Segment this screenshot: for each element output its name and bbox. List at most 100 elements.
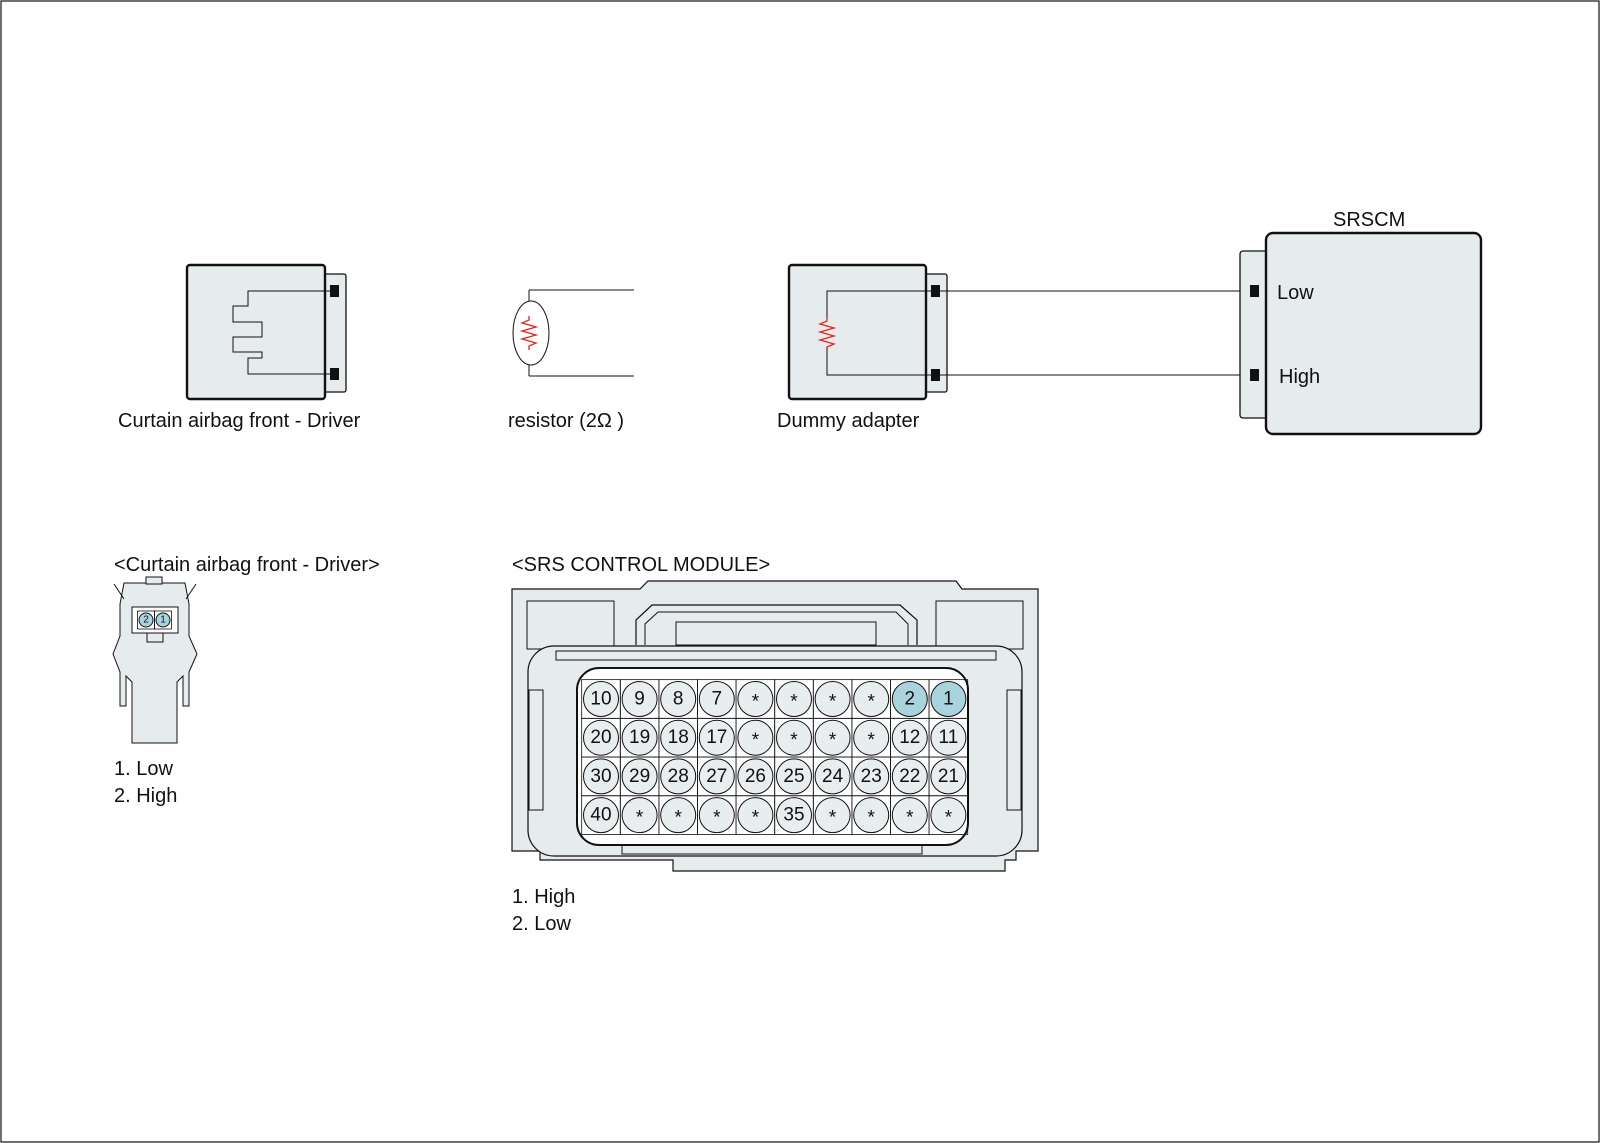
srs-pin-label: 23 <box>861 766 882 787</box>
srs-pin-label: 20 <box>590 727 611 748</box>
srscm-title: SRSCM <box>1333 209 1405 231</box>
srscm-terminal-high <box>1250 369 1259 381</box>
adapter-terminal-low <box>931 285 940 297</box>
srs-pin <box>660 681 697 717</box>
srs-pin-label: * <box>636 808 644 829</box>
srs-pin-label: 2 <box>905 689 916 710</box>
srs-pin-label: 24 <box>822 766 844 787</box>
srs-pin <box>776 719 812 756</box>
srs-housing-ear-left <box>526 600 615 650</box>
srscm-component: SRSCM Low High <box>1239 209 1483 436</box>
srs-legend-1: 1. High <box>512 886 575 908</box>
dummy-adapter-label: Dummy adapter <box>777 410 920 432</box>
srs-pin <box>814 681 851 717</box>
airbag-connector-latch <box>145 576 163 585</box>
srs-pin <box>583 758 619 795</box>
srs-pin-label: 25 <box>783 766 804 787</box>
airbag-squib-wiring <box>232 290 334 375</box>
srs-pin <box>776 681 812 717</box>
srs-housing-ear-right <box>935 600 1024 650</box>
srs-pin-label: * <box>674 808 682 829</box>
srs-pin-label: * <box>790 692 798 713</box>
srs-pin-label: 22 <box>899 766 920 787</box>
srs-pin <box>853 681 890 717</box>
adapter-terminal-high <box>931 369 940 381</box>
srs-connector-lock-tab <box>675 621 877 646</box>
srs-pin <box>853 758 890 795</box>
srscm-body <box>1264 231 1483 436</box>
adapter-wire-bottom <box>826 348 935 376</box>
srs-pin <box>583 797 619 834</box>
srs-pin-highlighted <box>930 681 967 717</box>
srs-pin-label: * <box>867 808 875 829</box>
srs-connector-lock-inner <box>644 611 909 645</box>
srs-pin-label: * <box>713 808 721 829</box>
resistor-symbol <box>519 316 539 350</box>
srs-pin <box>853 797 890 834</box>
srs-pin-label: 35 <box>783 805 804 826</box>
srs-pin <box>583 719 619 756</box>
adapter-body <box>787 263 928 401</box>
srs-pin <box>814 719 851 756</box>
srs-pin <box>737 758 774 795</box>
srs-pin <box>853 719 890 756</box>
srs-pin-label: * <box>752 808 760 829</box>
airbag-terminal-low <box>330 285 339 297</box>
adapter-wire-top <box>826 290 935 318</box>
srs-pin-label: 29 <box>629 766 650 787</box>
srs-frame-side-right <box>1006 689 1022 811</box>
srs-pin <box>621 681 658 717</box>
srs-pin-label: 30 <box>590 766 611 787</box>
airbag-connector-edge-left <box>113 583 125 600</box>
srs-pin-label: 18 <box>668 727 689 748</box>
srs-pin <box>621 719 658 756</box>
srscm-low-label: Low <box>1277 282 1314 304</box>
srs-pin-label: * <box>945 808 953 829</box>
srs-pin-label: 1 <box>943 689 954 710</box>
srs-pin-highlighted <box>891 681 928 717</box>
srs-pin <box>737 681 774 717</box>
srs-pin-label: 26 <box>745 766 766 787</box>
srs-pin-cell <box>928 795 969 835</box>
srs-pin <box>930 797 967 834</box>
srs-pin <box>698 681 735 717</box>
srs-pin <box>814 758 851 795</box>
srs-pin-label: 11 <box>939 727 959 748</box>
srs-pin <box>737 797 774 834</box>
srs-pin <box>891 758 928 795</box>
srs-pin-label: * <box>906 808 914 829</box>
srs-pin-label: * <box>790 730 798 751</box>
srs-pin <box>698 758 735 795</box>
srs-pin <box>698 797 735 834</box>
srs-pin-label: * <box>752 692 760 713</box>
srs-pin-label: * <box>829 692 837 713</box>
srs-pin <box>660 719 697 756</box>
srs-pin-label: 27 <box>706 766 727 787</box>
srs-pin <box>776 758 812 795</box>
airbag-legend-1: 1. Low <box>114 758 173 780</box>
resistor-component: resistor (2Ω ) <box>508 289 634 432</box>
srs-pin <box>891 719 928 756</box>
curtain-airbag-label: Curtain airbag front - Driver <box>118 410 361 432</box>
srs-pin-label: 21 <box>938 766 959 787</box>
srs-pin-label: * <box>752 730 760 751</box>
srs-connector-title: <SRS CONTROL MODULE> <box>512 554 770 576</box>
curtain-airbag-component: Curtain airbag front - Driver <box>118 263 361 432</box>
srs-connector-lock <box>635 604 918 645</box>
airbag-terminal-high <box>330 368 339 380</box>
srs-pin <box>930 719 967 756</box>
srs-pin-label: * <box>829 730 837 751</box>
srs-pin <box>660 797 697 834</box>
airbag-pin-cell <box>154 610 172 630</box>
srs-legend-2: 2. Low <box>512 913 571 935</box>
srs-pin <box>583 681 619 717</box>
srscm-terminal-low <box>1250 285 1259 297</box>
airbag-pin-label: 2 <box>143 615 149 626</box>
airbag-connector-edge-right <box>185 583 197 600</box>
airbag-pin <box>138 612 154 628</box>
